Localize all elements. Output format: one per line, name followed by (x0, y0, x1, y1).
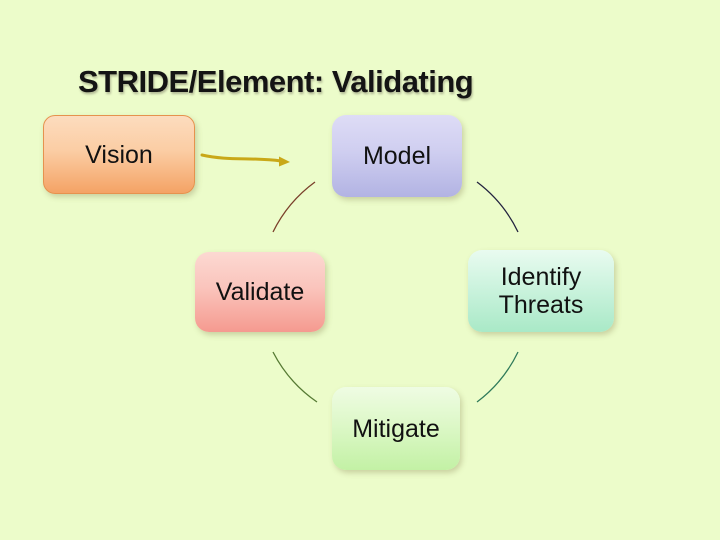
arc-validate-to-mitigate (272, 351, 318, 403)
slide-title: STRIDE/Element: Validating (78, 64, 474, 99)
node-validate-label: Validate (215, 278, 305, 306)
arc-model-to-identify-threats (476, 181, 519, 233)
arc-identify-threats-to-mitigate (476, 351, 519, 403)
arrowhead-icon (279, 156, 290, 167)
node-identify-threats: Identify Threats (468, 250, 614, 332)
node-model: Model (332, 115, 462, 197)
node-vision-label: Vision (85, 140, 153, 169)
arrow-vision-to-model (200, 153, 290, 167)
node-validate: Validate (195, 252, 325, 332)
node-mitigate-label: Mitigate (352, 414, 440, 443)
node-mitigate: Mitigate (332, 387, 460, 470)
node-vision: Vision (43, 115, 195, 194)
node-identify-threats-label: Identify Threats (498, 263, 584, 319)
node-model-label: Model (362, 142, 432, 170)
arc-model-to-validate (272, 181, 316, 233)
